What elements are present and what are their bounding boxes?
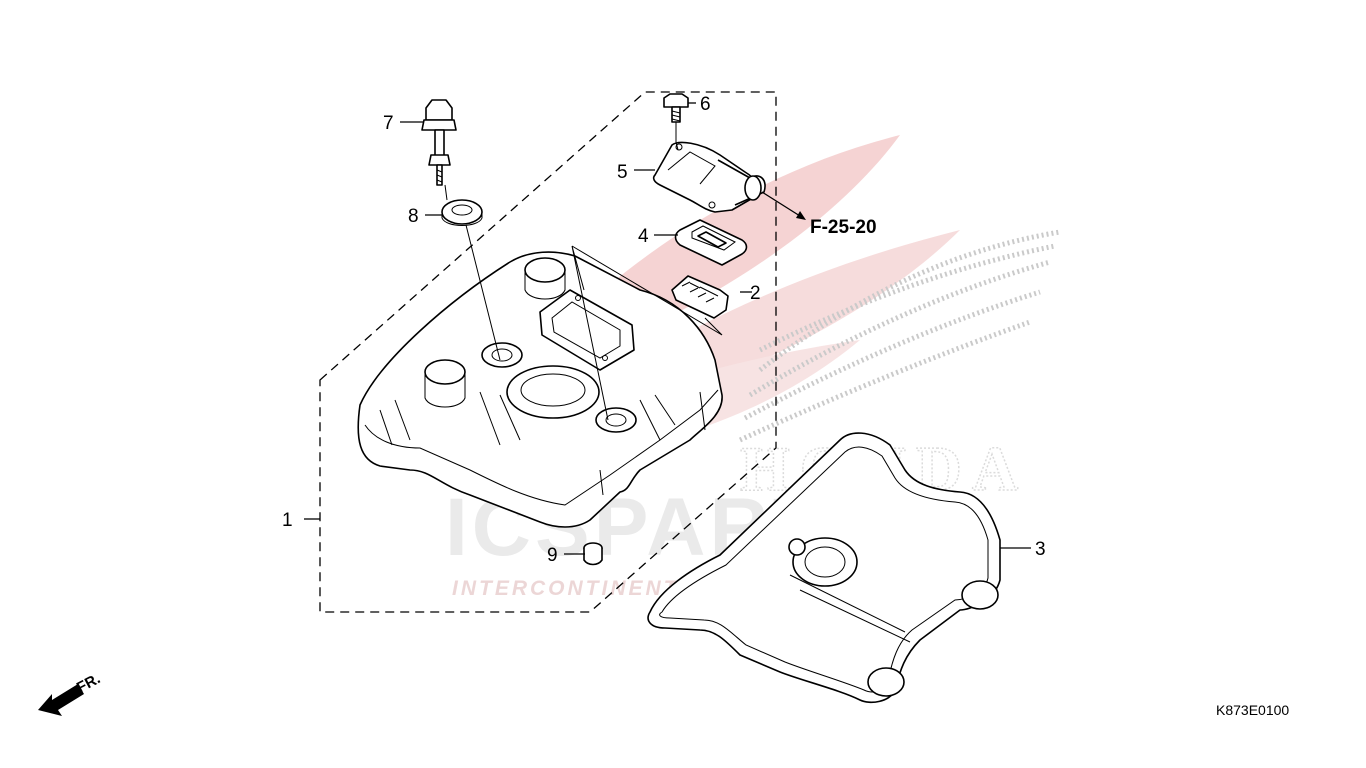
callout-8[interactable]: 8	[408, 206, 419, 227]
assembly-boundary	[319, 91, 777, 613]
callout-6[interactable]: 6	[700, 94, 711, 115]
reference-link-label[interactable]: F-25-20	[810, 217, 877, 238]
callout-1[interactable]: 1	[282, 510, 293, 531]
callout-9[interactable]: 9	[547, 545, 558, 566]
grommet-9[interactable]	[583, 542, 603, 566]
cylinder-head-cover[interactable]	[357, 251, 723, 528]
bolt-center-line	[444, 184, 501, 361]
bolt-7[interactable]	[421, 99, 457, 186]
callout-7[interactable]: 7	[383, 113, 394, 134]
separator-plate-2[interactable]	[671, 275, 729, 319]
assembly-guide-lines	[571, 141, 723, 421]
callout-5[interactable]: 5	[617, 162, 628, 183]
front-arrow-icon	[38, 684, 84, 716]
breather-cover-5[interactable]	[652, 141, 766, 213]
callout-labels: 1 2 3 4 5 6 7 8 9	[282, 94, 1046, 566]
callout-4[interactable]: 4	[638, 226, 649, 247]
diagram-code: K873E0100	[1216, 702, 1289, 718]
front-direction-indicator: FR.	[38, 670, 103, 716]
head-cover-gasket[interactable]	[647, 432, 1001, 704]
bolt-6[interactable]	[663, 93, 689, 142]
leader-lines	[304, 102, 1031, 555]
reference-arrowhead	[796, 211, 806, 220]
callout-2[interactable]: 2	[750, 283, 761, 304]
seal-washer-8[interactable]	[441, 199, 483, 226]
breather-gasket-4[interactable]	[674, 219, 748, 266]
callout-3[interactable]: 3	[1035, 539, 1046, 560]
